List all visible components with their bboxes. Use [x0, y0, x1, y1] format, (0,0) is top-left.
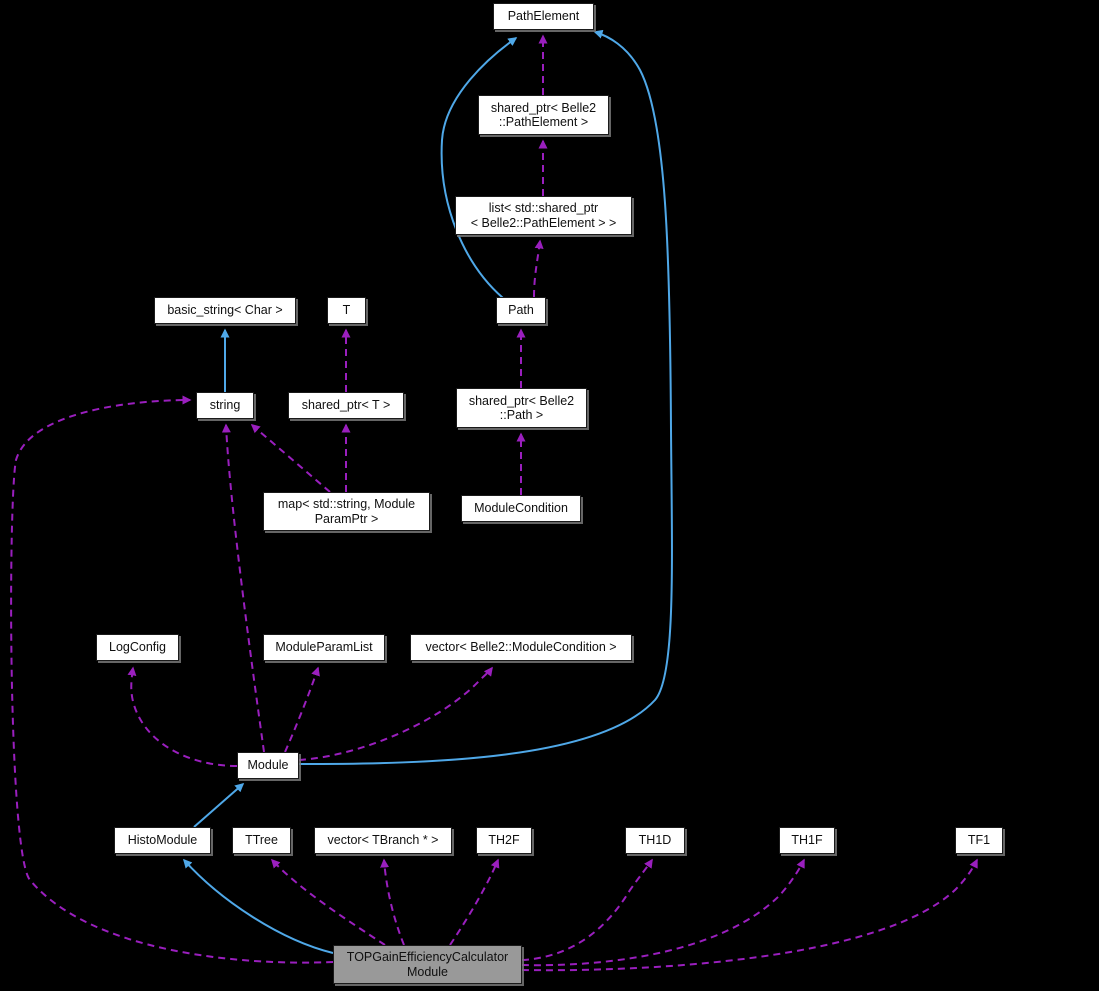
class-node-label: list< std::shared_ptr < Belle2::PathElem… — [470, 201, 617, 230]
class-node-label: Path — [508, 303, 534, 318]
class-node-label: string — [209, 398, 241, 413]
class-node-label: shared_ptr< Belle2 ::Path > — [468, 393, 575, 423]
class-node-module[interactable]: Module — [237, 752, 299, 779]
edge-usage — [250, 424, 331, 493]
class-node-label: PathElement — [507, 9, 580, 24]
edge-usage — [533, 239, 544, 298]
class-node-label: T — [342, 303, 351, 318]
class-node-basic_string[interactable]: basic_string< Char > — [154, 297, 296, 324]
class-node-moduleparamlist[interactable]: ModuleParamList — [263, 634, 385, 661]
class-node-th1f[interactable]: TH1F — [779, 827, 835, 854]
class-node-list_sharedptr[interactable]: list< std::shared_ptr < Belle2::PathElem… — [455, 196, 632, 235]
edge-inheritance — [182, 858, 334, 954]
class-node-label: TH1F — [791, 833, 823, 848]
edge-usage — [10, 395, 334, 964]
class-node-t[interactable]: T — [327, 297, 366, 324]
edge-usage — [221, 423, 265, 753]
edge-usage — [521, 858, 805, 967]
class-node-label: basic_string< Char > — [167, 303, 283, 318]
class-node-string[interactable]: string — [196, 392, 254, 419]
class-node-label: TOPGainEfficiencyCalculator Module — [346, 950, 509, 979]
class-node-label: TTree — [245, 833, 278, 848]
edge-usage — [298, 666, 493, 761]
edge-usage — [521, 858, 978, 972]
edge-usage — [270, 858, 386, 946]
class-node-sharedptr_pathel[interactable]: shared_ptr< Belle2 ::PathElement > — [478, 95, 609, 135]
class-node-label: LogConfig — [109, 640, 166, 655]
class-node-vector_modulecond[interactable]: vector< Belle2::ModuleCondition > — [410, 634, 632, 661]
class-node-ttree[interactable]: TTree — [232, 827, 291, 854]
edge-usage — [284, 666, 320, 753]
class-node-pathelement[interactable]: PathElement — [493, 3, 594, 30]
edge-usage — [127, 666, 238, 767]
class-node-label: TH2F — [488, 833, 520, 848]
class-node-tf1[interactable]: TF1 — [955, 827, 1003, 854]
class-node-label: vector< Belle2::ModuleCondition > — [425, 640, 617, 655]
class-node-logconfig[interactable]: LogConfig — [96, 634, 179, 661]
class-node-label: HistoModule — [127, 833, 198, 848]
class-node-sharedptr_path[interactable]: shared_ptr< Belle2 ::Path > — [456, 388, 587, 428]
edge-usage — [521, 858, 653, 961]
edge-inheritance — [193, 783, 245, 828]
class-node-map_string_module[interactable]: map< std::string, Module ParamPtr > — [263, 492, 430, 531]
class-node-th2f[interactable]: TH2F — [476, 827, 532, 854]
edge-usage — [449, 858, 500, 946]
edge-inheritance — [440, 37, 518, 299]
class-node-vector_tbranch[interactable]: vector< TBranch * > — [314, 827, 452, 854]
edge-usage — [380, 858, 405, 946]
class-node-histomodule[interactable]: HistoModule — [114, 827, 211, 854]
class-node-topgain[interactable]: TOPGainEfficiencyCalculator Module — [333, 945, 522, 984]
class-node-label: ModuleParamList — [275, 640, 373, 655]
class-node-label: shared_ptr< T > — [301, 398, 391, 413]
class-node-modulecondition[interactable]: ModuleCondition — [461, 495, 581, 522]
class-node-sharedptr_t[interactable]: shared_ptr< T > — [288, 392, 404, 419]
class-node-th1d[interactable]: TH1D — [625, 827, 685, 854]
class-node-label: TF1 — [967, 833, 991, 848]
class-node-label: map< std::string, Module ParamPtr > — [277, 497, 416, 526]
class-node-label: shared_ptr< Belle2 ::PathElement > — [490, 100, 597, 130]
class-node-label: ModuleCondition — [474, 501, 568, 516]
class-node-label: vector< TBranch * > — [327, 833, 439, 848]
class-node-path[interactable]: Path — [496, 297, 546, 324]
class-node-label: Module — [247, 758, 289, 773]
class-node-label: TH1D — [638, 833, 672, 848]
